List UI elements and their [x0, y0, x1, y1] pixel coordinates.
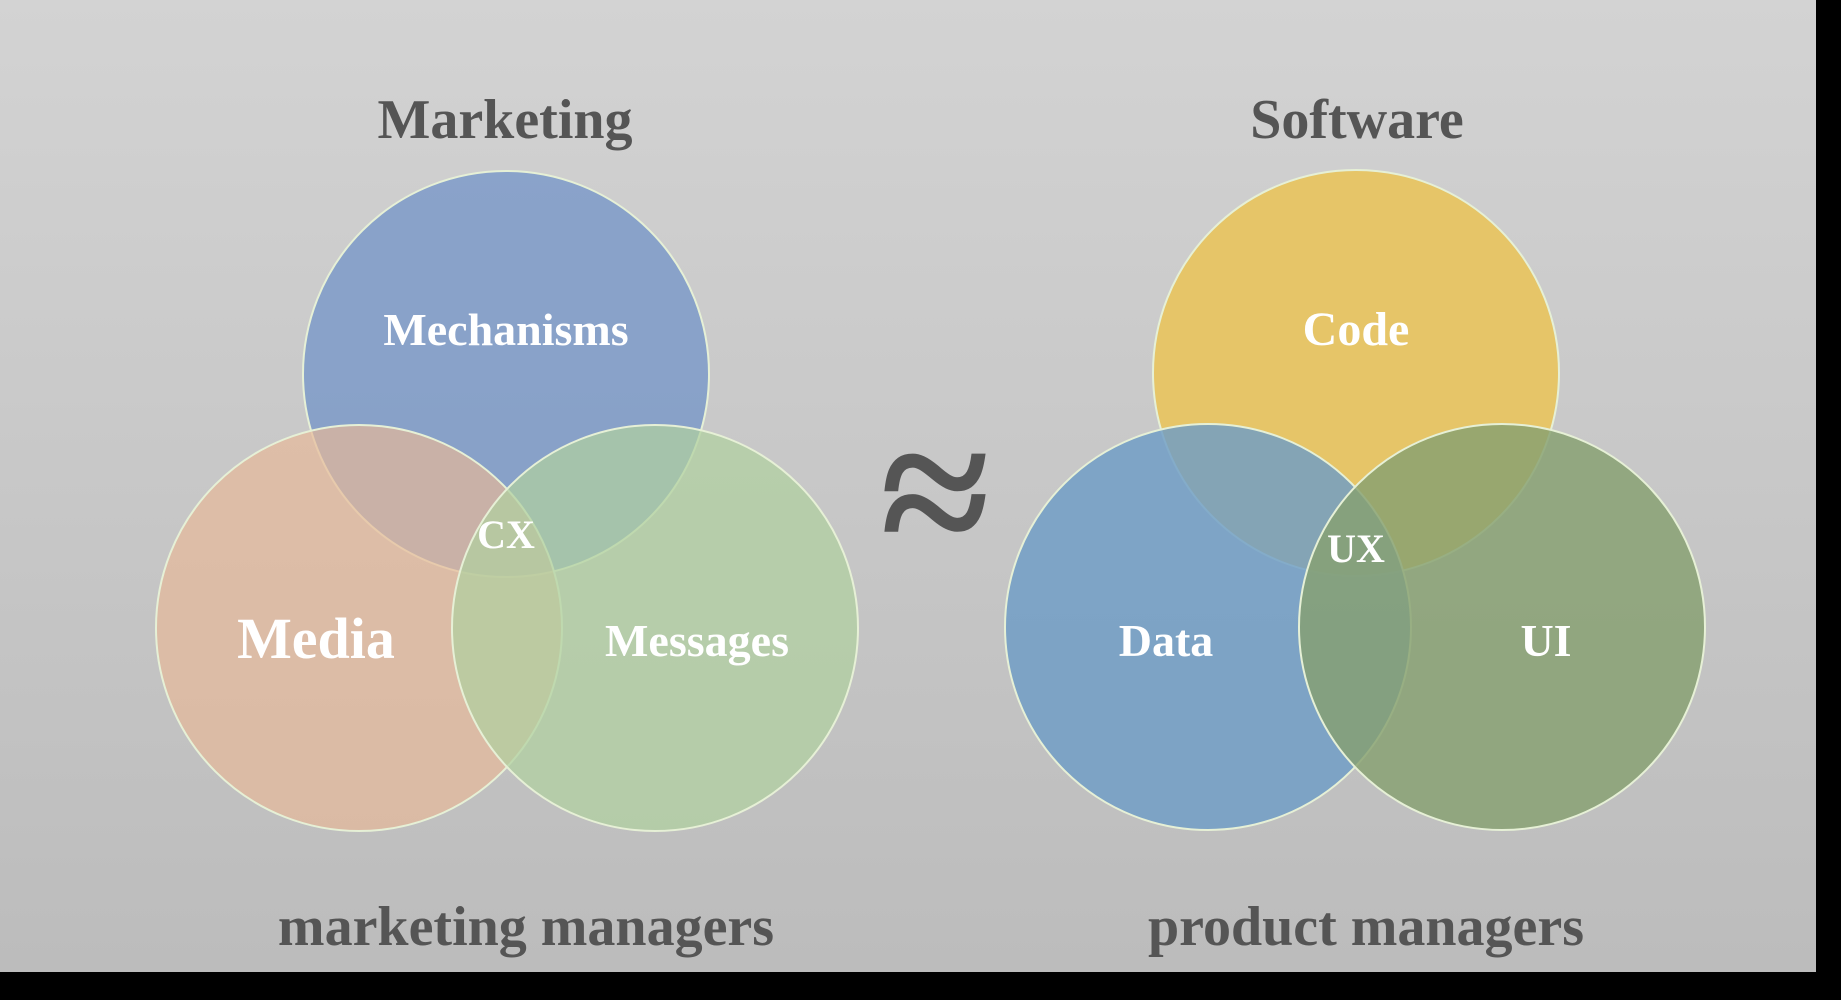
marketing-footer: marketing managers: [278, 896, 774, 958]
marketing-title: Marketing: [377, 89, 632, 151]
code-label: Code: [1303, 303, 1410, 356]
messages-label: Messages: [605, 615, 789, 666]
data-label: Data: [1119, 615, 1214, 666]
ui-circle: [1298, 423, 1706, 831]
software-footer: product managers: [1148, 896, 1584, 958]
cx-label: CX: [477, 512, 535, 557]
ui-label: UI: [1520, 615, 1571, 666]
approx-symbol: ≈: [880, 383, 990, 604]
media-label: Media: [237, 606, 395, 671]
software-title: Software: [1250, 89, 1464, 151]
messages-circle: [451, 424, 859, 832]
software-diagram: Software Code Data UI UX product manager…: [1004, 89, 1706, 958]
ux-label: UX: [1327, 526, 1385, 571]
marketing-diagram: Marketing Mechanisms Media Messages CX m…: [155, 89, 859, 958]
mechanisms-label: Mechanisms: [383, 304, 628, 355]
